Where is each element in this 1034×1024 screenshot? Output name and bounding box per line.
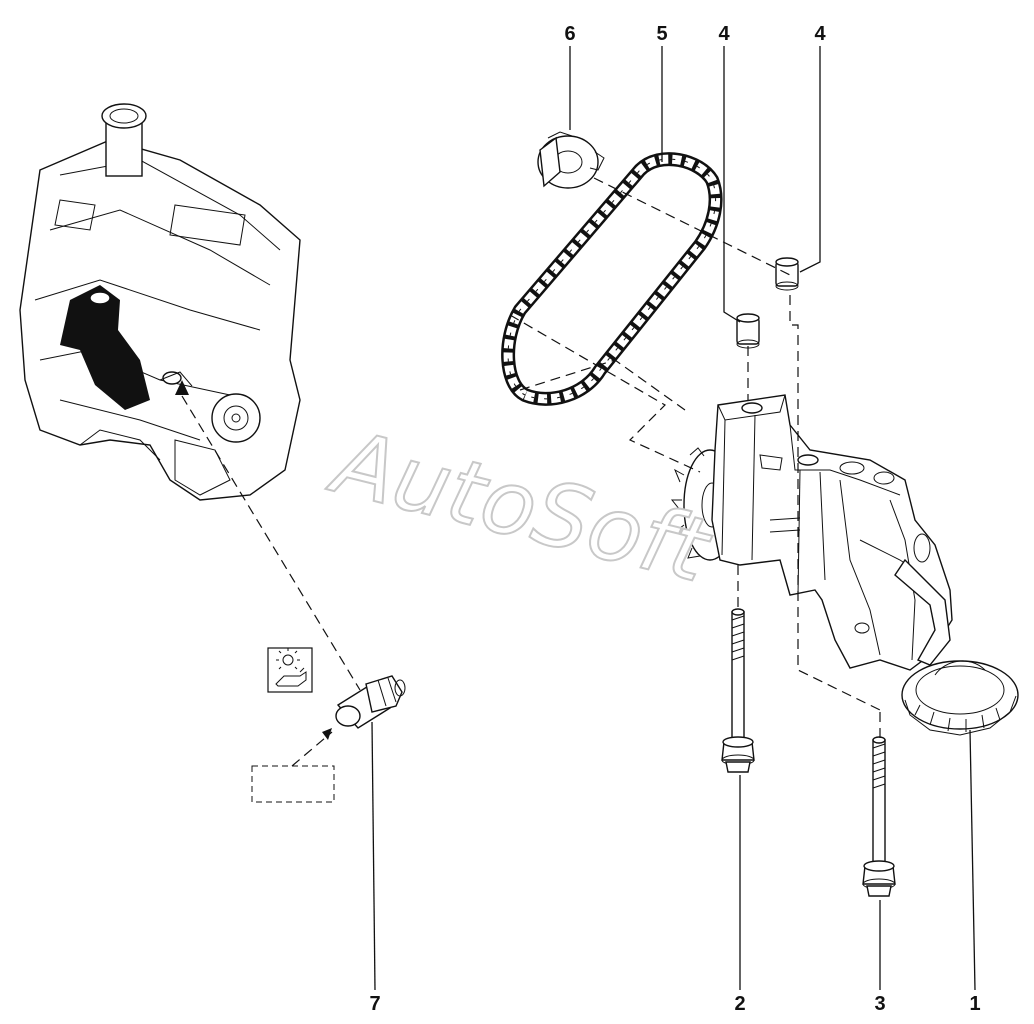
watermark-text: AutoSoft (320, 409, 721, 603)
engine-block (19, 103, 301, 501)
callout-leader-lines (371, 46, 976, 991)
callout-6: 6 (564, 23, 575, 45)
drive-sprocket-part-6 (537, 131, 605, 189)
callout-3: 3 (874, 993, 885, 1015)
callout-4-right: 4 (814, 23, 826, 45)
oil-pressure-warning-lamp-icon (267, 647, 313, 693)
long-bolt-part-2 (721, 608, 755, 773)
callout-4-left: 4 (718, 23, 730, 45)
drive-chain-part-5 (501, 152, 723, 406)
callout-7: 7 (369, 993, 380, 1015)
reference-arrow (322, 728, 332, 740)
oil-pump-assembly-part-1 (670, 394, 1019, 736)
sensor-insertion-arrow (175, 380, 189, 395)
callout-2: 2 (734, 993, 745, 1015)
callout-1: 1 (969, 993, 980, 1015)
oil-pressure-sensor-part-7 (335, 675, 406, 729)
callout-5: 5 (656, 23, 667, 45)
dowel-sleeve-part-4-lower (736, 313, 760, 349)
long-bolt-part-3 (862, 736, 896, 897)
dashed-reference-box (251, 765, 335, 803)
assembly-path-lines (181, 177, 881, 767)
